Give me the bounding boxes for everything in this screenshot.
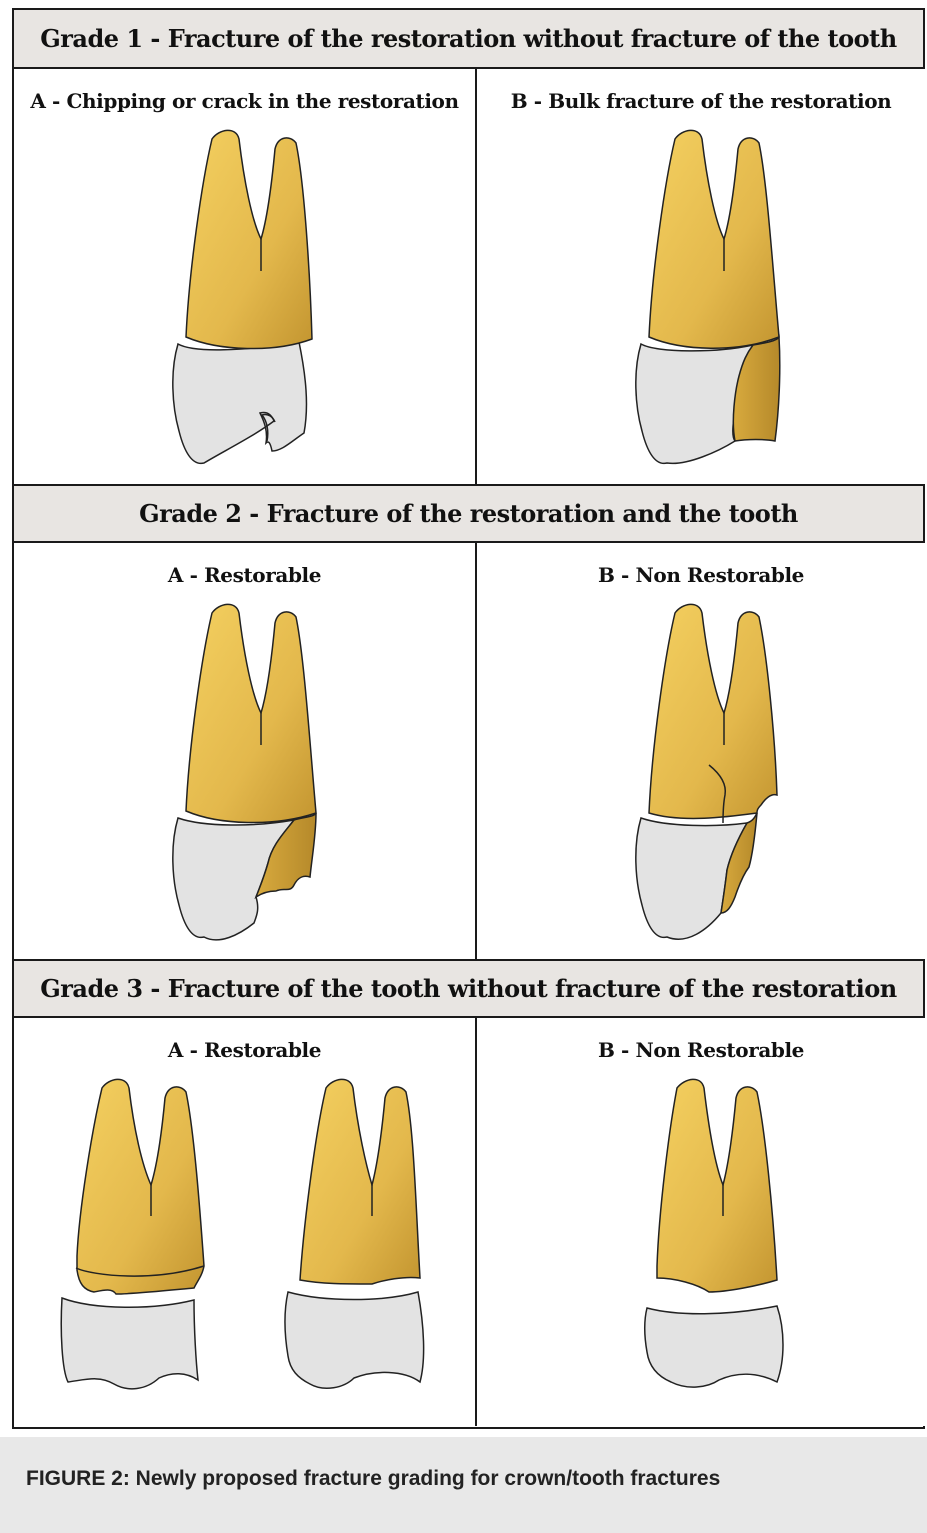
grade-2-header: Grade 2 - Fracture of the restoration an… xyxy=(14,484,923,543)
grade-2-panel-a: A - Restorable xyxy=(14,543,475,959)
grade-1-title: Grade 1 - Fracture of the restoration wi… xyxy=(40,24,896,53)
grade-1-panel-b-label: B - Bulk fracture of the restoration xyxy=(477,89,925,113)
tooth-bulk-fracture-icon xyxy=(627,121,787,481)
tooth-restorable-fracture-icon xyxy=(164,595,324,955)
grade-3-panel-a-label: A - Restorable xyxy=(14,1038,475,1062)
grade-2-panel-a-label: A - Restorable xyxy=(14,563,475,587)
grade-2-panel-b: B - Non Restorable xyxy=(477,543,925,959)
grade-2-title: Grade 2 - Fracture of the restoration an… xyxy=(139,499,798,528)
grade-3-panel-b-label: B - Non Restorable xyxy=(477,1038,925,1062)
grade-1-panel-a: A - Chipping or crack in the restoration xyxy=(14,69,475,484)
tooth-separated-nonrestorable-icon xyxy=(627,1070,807,1430)
tooth-nonrestorable-fracture-icon xyxy=(627,595,787,955)
tooth-crack-icon xyxy=(164,121,324,481)
fracture-grading-figure: Grade 1 - Fracture of the restoration wi… xyxy=(12,8,925,1429)
grade-2-panel-b-label: B - Non Restorable xyxy=(477,563,925,587)
grade-1-panel-b: B - Bulk fracture of the restoration xyxy=(477,69,925,484)
grade-3-panel-b: B - Non Restorable xyxy=(477,1018,925,1426)
grade-3-panel-a: A - Restorable xyxy=(14,1018,475,1426)
grade-3-title: Grade 3 - Fracture of the tooth without … xyxy=(40,974,896,1003)
figure-caption: FIGURE 2: Newly proposed fracture gradin… xyxy=(0,1437,927,1533)
grade-1-panel-a-label: A - Chipping or crack in the restoration xyxy=(14,89,475,113)
caption-text: FIGURE 2: Newly proposed fracture gradin… xyxy=(26,1467,720,1491)
grade-1-header: Grade 1 - Fracture of the restoration wi… xyxy=(14,10,923,69)
grade-3-header: Grade 3 - Fracture of the tooth without … xyxy=(14,959,923,1018)
tooth-separated-restorable-icon xyxy=(54,1070,454,1430)
